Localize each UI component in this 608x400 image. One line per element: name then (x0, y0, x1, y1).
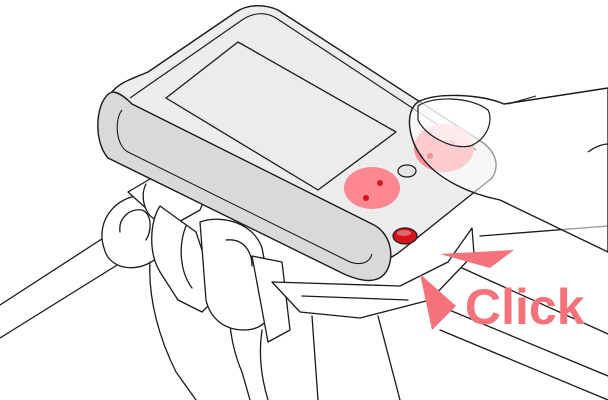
finger-icon (409, 88, 608, 252)
left-button-highlight[interactable] (344, 167, 400, 209)
left-button-dot-2 (377, 180, 383, 186)
center-button[interactable] (398, 165, 416, 177)
click-label: Click (465, 279, 585, 335)
left-button-dot-1 (363, 195, 369, 201)
